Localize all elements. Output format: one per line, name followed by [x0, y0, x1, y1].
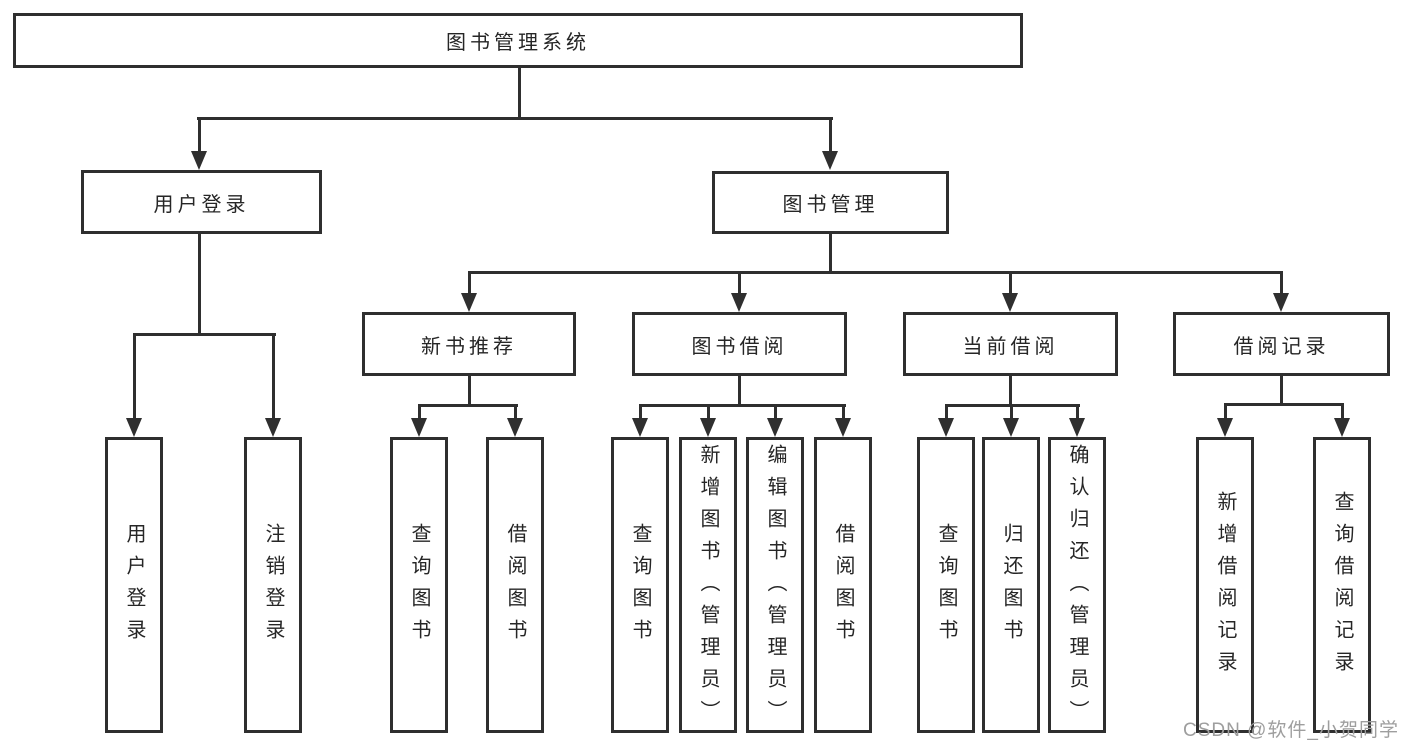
leaf-return-book: 归还图书 [982, 437, 1040, 733]
connector-line [468, 273, 471, 295]
node-library-management-system: 图书管理系统 [13, 13, 1023, 68]
arrowhead-down-icon [507, 418, 523, 437]
arrowhead-down-icon [1002, 293, 1018, 312]
arrowhead-down-icon [1273, 293, 1289, 312]
connector-line [1010, 406, 1013, 420]
connector-line [945, 406, 948, 420]
arrowhead-down-icon [411, 418, 427, 437]
connector-line [1224, 405, 1227, 420]
connector-line [738, 376, 741, 407]
connector-line [468, 271, 1283, 274]
leaf-edit-book-admin: 编辑图书（管理员） [746, 437, 804, 733]
arrowhead-down-icon [1003, 418, 1019, 437]
leaf-borrow-books-recommend: 借阅图书 [486, 437, 544, 733]
node-user-login: 用户登录 [81, 170, 322, 234]
arrowhead-down-icon [126, 418, 142, 437]
connector-line [1009, 376, 1012, 407]
connector-line [418, 406, 421, 420]
connector-line [514, 406, 517, 420]
connector-line [738, 273, 741, 295]
connector-line [774, 406, 777, 420]
leaf-user-login: 用户登录 [105, 437, 163, 733]
arrowhead-down-icon [265, 418, 281, 437]
leaf-query-borrow-record: 查询借阅记录 [1313, 437, 1371, 733]
connector-line [197, 117, 833, 120]
arrowhead-down-icon [767, 418, 783, 437]
connector-line [1341, 405, 1344, 420]
arrowhead-down-icon [1069, 418, 1085, 437]
arrowhead-down-icon [461, 293, 477, 312]
arrowhead-down-icon [191, 151, 207, 170]
leaf-query-books-current: 查询图书 [917, 437, 975, 733]
node-book-management: 图书管理 [712, 171, 949, 234]
csdn-watermark: CSDN @软件_小贺同学 [1183, 720, 1399, 741]
leaf-add-book-admin: 新增图书（管理员） [679, 437, 737, 733]
arrowhead-down-icon [731, 293, 747, 312]
connector-line [1076, 406, 1079, 420]
connector-line [468, 376, 471, 407]
arrowhead-down-icon [938, 418, 954, 437]
connector-line [272, 335, 275, 419]
connector-line [133, 335, 136, 419]
connector-line [1280, 273, 1283, 295]
connector-line [639, 404, 846, 407]
leaf-query-books-recommend: 查询图书 [390, 437, 448, 733]
connector-line [829, 234, 832, 273]
leaf-add-borrow-record: 新增借阅记录 [1196, 437, 1254, 733]
connector-line [945, 404, 1080, 407]
connector-line [829, 119, 832, 153]
arrowhead-down-icon [1217, 418, 1233, 437]
node-borrowing-records: 借阅记录 [1173, 312, 1390, 376]
leaf-query-books-borrowing: 查询图书 [611, 437, 669, 733]
node-current-borrowing: 当前借阅 [903, 312, 1118, 376]
node-new-book-recommend: 新书推荐 [362, 312, 576, 376]
leaf-borrow-books-borrowing: 借阅图书 [814, 437, 872, 733]
connector-line [198, 119, 201, 153]
connector-line [639, 406, 642, 420]
arrowhead-down-icon [1334, 418, 1350, 437]
connector-line [133, 333, 276, 336]
arrowhead-down-icon [835, 418, 851, 437]
arrowhead-down-icon [822, 151, 838, 170]
connector-line [1224, 403, 1344, 406]
connector-line [518, 67, 521, 120]
connector-line [198, 234, 201, 336]
connector-line [1009, 273, 1012, 295]
connector-line [418, 404, 518, 407]
leaf-confirm-return-admin: 确认归还（管理员） [1048, 437, 1106, 733]
connector-line [707, 406, 710, 420]
node-book-borrowing: 图书借阅 [632, 312, 847, 376]
arrowhead-down-icon [632, 418, 648, 437]
arrowhead-down-icon [700, 418, 716, 437]
leaf-logout: 注销登录 [244, 437, 302, 733]
connector-line [842, 406, 845, 420]
connector-line [1280, 376, 1283, 406]
